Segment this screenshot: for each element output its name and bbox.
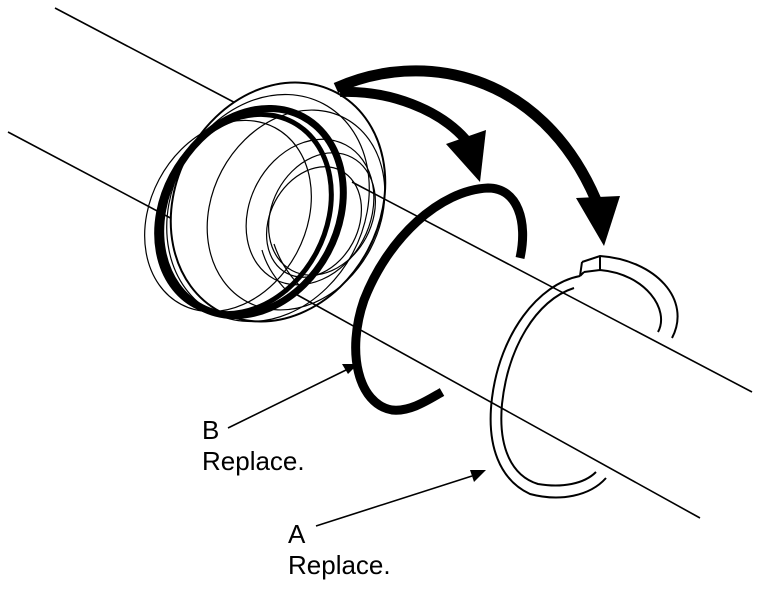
install-arrow-b bbox=[339, 86, 486, 182]
install-arrow-a bbox=[333, 65, 620, 246]
callout-a-note: Replace. bbox=[288, 550, 391, 580]
ring-a bbox=[489, 254, 679, 499]
shaft-left bbox=[7, 7, 246, 223]
leader-line-a bbox=[315, 470, 486, 527]
ring-b bbox=[351, 183, 528, 415]
callout-a-letter: A bbox=[288, 519, 306, 549]
leader-line-b bbox=[227, 364, 358, 429]
callout-b-letter: B bbox=[202, 415, 220, 445]
callout-b-note: Replace. bbox=[202, 446, 305, 476]
seal-housing bbox=[144, 81, 387, 323]
